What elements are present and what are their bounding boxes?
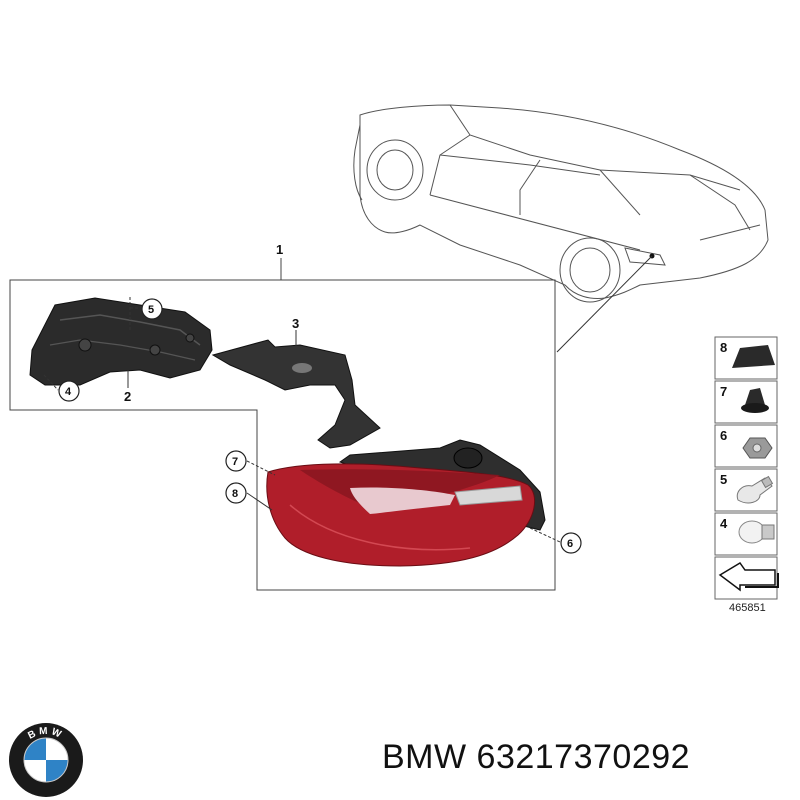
part-3-label: 3 (292, 316, 299, 331)
callout-6-circle (560, 532, 582, 554)
legend-column (714, 336, 778, 600)
grommet-icon (741, 388, 769, 413)
callout-5-circle (141, 298, 163, 320)
part-caption: BMW 63217370292 (382, 738, 690, 777)
taillight-assembly (266, 439, 546, 567)
group-frame (9, 258, 556, 591)
leaders-2-4-5 (43, 297, 140, 391)
callout-4-circle (58, 380, 80, 402)
callout-8-circle (225, 482, 247, 504)
callout-7-circle (225, 450, 247, 472)
seal-pad-icon (732, 345, 775, 368)
group-label: 1 (276, 242, 283, 257)
callout-6-label: 6 (567, 538, 573, 550)
brand-logo-letters: BMW (26, 726, 62, 742)
location-leader (556, 255, 653, 353)
part-number: 63217370292 (476, 738, 691, 776)
nut-icon (742, 437, 773, 459)
brand-name: BMW (382, 738, 467, 776)
housing-bracket (29, 297, 213, 386)
brand-logo: BMW (9, 723, 83, 797)
leaders-6-7-8 (246, 460, 561, 543)
reference-number: 465851 (729, 602, 766, 614)
legend-7: 7 (720, 384, 727, 399)
svg-text:BMW: BMW (26, 726, 65, 742)
part-2-label: 2 (124, 389, 131, 404)
bulb-icon (738, 520, 775, 544)
arrow-icon (718, 562, 779, 592)
callout-8-label: 8 (232, 488, 238, 500)
legend-6: 6 (720, 428, 727, 443)
wedge-bulb-icon (736, 475, 774, 504)
seal-bracket (211, 330, 381, 449)
legend-8: 8 (720, 340, 727, 355)
callout-5-label: 5 (148, 304, 154, 316)
car-outline (353, 104, 769, 303)
callout-7-label: 7 (232, 456, 238, 468)
legend-5: 5 (720, 472, 727, 487)
legend-4: 4 (720, 516, 728, 531)
callout-4-label: 4 (65, 386, 72, 398)
